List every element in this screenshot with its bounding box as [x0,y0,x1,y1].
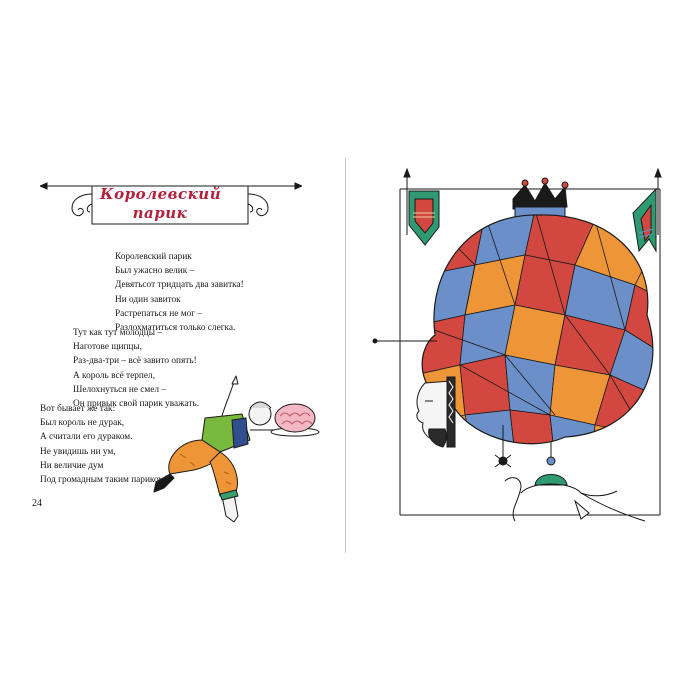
title-line-2: парик [132,204,188,222]
poem-line: А король всё терпел, [73,370,155,381]
title-line-1: Королевский [100,185,222,203]
poem-line: Был ужасно велик – [115,266,195,277]
poem-stanza-3: Вот бывает же так: Был король не дурак, … [40,402,167,487]
poem-line: Он привык свой парик уважать. [73,399,200,410]
poem-line: А считали его дураком. [40,432,133,443]
poem-stanza-1: Королевский парик Был ужасно велик – Дев… [115,250,244,335]
title-banner [40,182,302,225]
page-number: 24 [32,498,42,509]
page-gutter [345,158,346,553]
poem-line: Был король не дурак, [40,418,125,429]
poem-line: Вот бывает же так: [40,404,116,414]
poem-line: Растрепаться не мог – [115,308,203,319]
courtier-illustration [153,375,320,523]
poem-line: Разлохматиться только слегка. [115,323,236,334]
poem-line: Шелохнуться не смел – [73,384,167,395]
poem-line: Девятьсот тридцать два завитка! [115,280,244,291]
poem-line: Ни величие дум [40,460,104,471]
poem-line: Наготове щипцы, [73,342,142,353]
poem-line: Под громадным таким париком! [40,475,168,486]
poem-line: Королевский парик [115,252,192,262]
page-title: Королевский парик [100,185,222,223]
poem-line: Не увидишь ни ум, [40,446,116,457]
poem-line: Раз-два-три – всё завито опять! [73,356,197,367]
king-wig-illustration [372,167,662,522]
poem-stanza-2: Тут как тут молодцы – Наготове щипцы, Ра… [73,326,199,411]
poem-line: Ни один завиток [115,294,181,305]
poem-line: Тут как тут молодцы – [73,328,162,338]
